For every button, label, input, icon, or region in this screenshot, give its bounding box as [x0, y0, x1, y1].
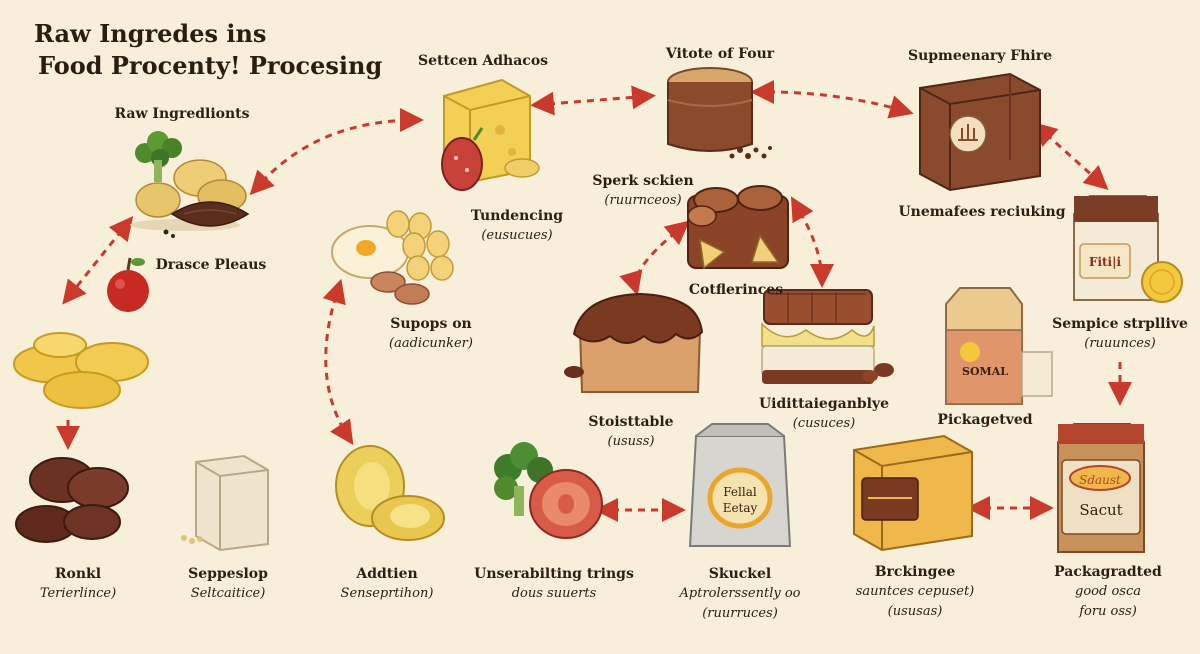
bag-label-line1: Fellal	[723, 485, 757, 499]
flour-carton-illustration	[181, 454, 269, 552]
node-tundencing: Tundencing (eusucues)	[470, 208, 564, 243]
arrow-raw-to-chips	[62, 215, 134, 305]
arrow-cheese-to-cake	[530, 85, 656, 116]
node-supmeenary-fhire: Supmeenary Fhire	[907, 48, 1053, 64]
node-supops-on: Supops on (aadicunker)	[389, 316, 473, 351]
chocolate-cake-illustration	[667, 67, 772, 159]
vegetables-illustration	[494, 442, 603, 539]
brown-box-illustration	[919, 72, 1041, 192]
page-title: Raw Ingredes ins Food Procenty! Procesin…	[34, 18, 382, 82]
title-line-2: Food Procenty! Procesing	[38, 51, 383, 80]
flour-bag-illustration	[688, 423, 792, 547]
node-unemafees-reciuking: Unemafees reciuking	[898, 204, 1066, 220]
node-vitote-of-four: Vitote of Four	[665, 46, 775, 62]
node-seppeslop: Seppeslop Seltcaitice)	[188, 566, 268, 601]
chocolate-cookies-illustration	[15, 457, 129, 543]
node-drasce-pleaus: Drasce Pleaus	[155, 257, 267, 273]
node-pickagetved: Pickagetved	[937, 412, 1033, 428]
arrow-box-to-milk	[1032, 121, 1109, 191]
node-sempice-strpllive: Sempice strpllive (ruuunces)	[1052, 316, 1188, 351]
chips-illustration	[13, 332, 149, 409]
egg-bread-illustration	[331, 210, 454, 305]
orange-carton-label: SOMAL	[962, 365, 1008, 378]
arrow-muffin-to-cake2	[790, 196, 834, 288]
kraft-carton-illustration	[1057, 423, 1145, 553]
arrow-muffin-to-bread	[619, 220, 690, 296]
potato-halves-illustration	[335, 445, 445, 541]
yellow-crate-illustration	[853, 434, 973, 552]
apple-illustration	[107, 257, 149, 312]
orange-carton-illustration	[945, 287, 1053, 405]
frosted-bread-illustration	[564, 292, 704, 393]
kraft-brand-label: Sdaust	[1079, 473, 1121, 487]
node-ronkl: Ronkl Terierlince)	[39, 566, 117, 601]
carton-brand-label: Fiti|i	[1088, 255, 1122, 269]
node-setten-adhacos: Settcen Adhacos	[417, 53, 549, 69]
kraft-product-label: Sacut	[1079, 501, 1123, 519]
node-sperk-sckien: Sperk sckien (ruurnceos)	[592, 173, 694, 208]
node-stoisttable: Stoisttable (ususs)	[588, 414, 674, 449]
flow-arrows	[56, 80, 1132, 522]
node-uidittaieganblye: Uidittaieganblye (cusuces)	[758, 396, 890, 431]
node-unserabilting: Unserabilting trings dous suuerts	[474, 566, 634, 601]
node-cotflerinces: Cotflerinces	[688, 282, 784, 298]
arrow-raw-to-cheese	[249, 108, 424, 196]
cheese-block-illustration	[441, 78, 540, 191]
milk-carton-illustration	[1073, 195, 1183, 303]
layer-cake-illustration	[761, 289, 894, 384]
node-packagradted: Packagradted good osca foru oss)	[1054, 564, 1162, 619]
node-addtien: Addtien Senseprtihon)	[340, 566, 434, 601]
raw-ingredients-illustration	[130, 131, 250, 238]
bag-label-line2: Eetay	[722, 501, 758, 515]
arrow-cake-to-box	[750, 80, 914, 119]
node-skuckel: Skuckel Aptrolerssently oo (ruurruces)	[679, 566, 801, 621]
arrow-egg-to-potato	[322, 278, 354, 445]
title-line-1: Raw Ingredes ins	[34, 19, 267, 48]
node-raw-ingredients: Raw Ingredlionts	[114, 106, 250, 122]
node-brckingee: Brckingee sauntces cepuset) (ususas)	[855, 564, 975, 619]
muffin-logs-illustration	[687, 185, 789, 270]
